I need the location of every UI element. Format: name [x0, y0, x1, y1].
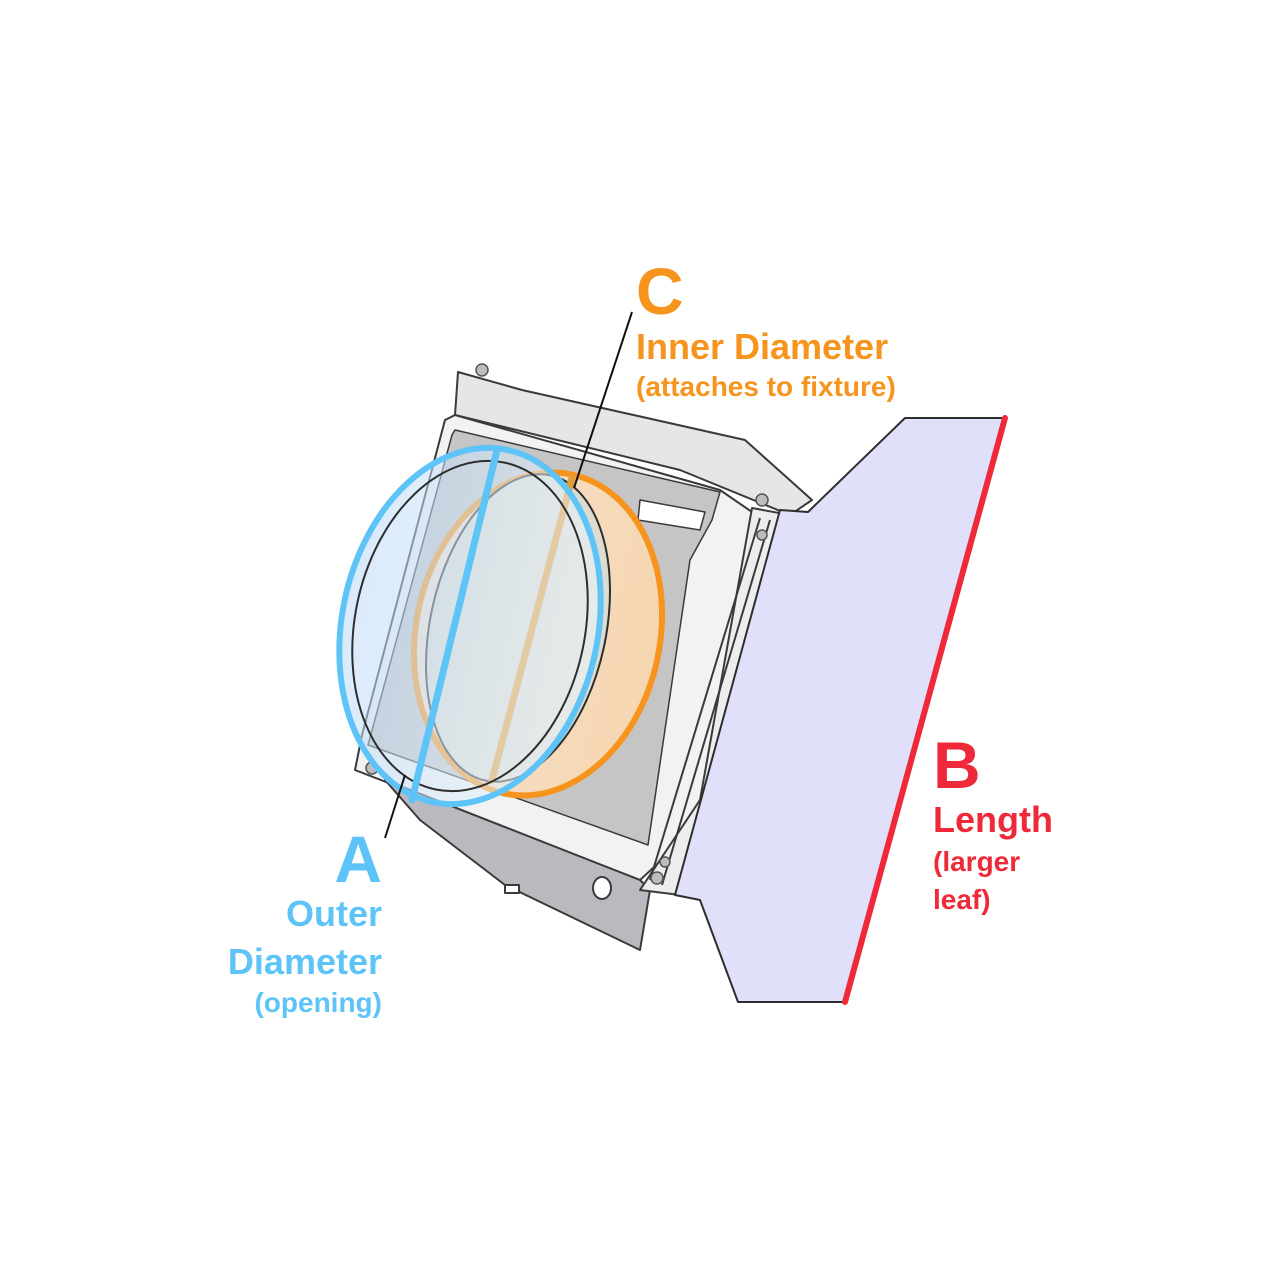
outer-diameter-ring [336, 444, 604, 808]
leader-line-C [573, 311, 633, 489]
label-B-note-line2: leaf) [933, 884, 991, 915]
label-A-title-line1: Outer [285, 893, 382, 934]
label-C-title: Inner Diameter [636, 326, 889, 367]
label-B-note-line1: (larger [933, 846, 1021, 877]
length-indicator-line [842, 415, 1008, 1005]
label-C-note: (attaches to fixture) [636, 371, 896, 402]
label-A-note: (opening) [254, 987, 382, 1018]
leaf-panel [674, 415, 1008, 1005]
label-B-letter: B [933, 728, 981, 802]
label-B-title: Length [933, 799, 1053, 840]
outer-diameter-line [408, 446, 501, 804]
label-A-title-line2: Diameter [227, 941, 382, 982]
leader-line-A [384, 774, 406, 839]
label-A-letter: A [334, 822, 382, 896]
label-C-letter: C [636, 254, 684, 328]
